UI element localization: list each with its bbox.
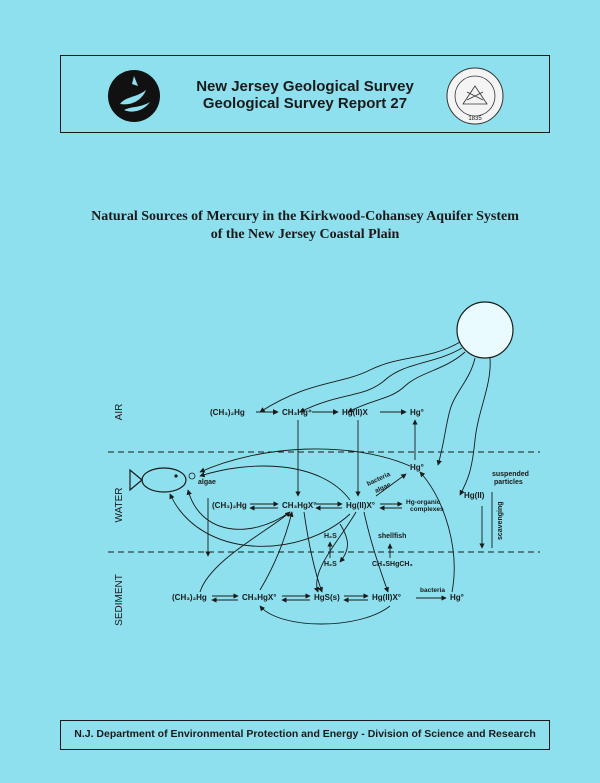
label-suspended: suspended: [492, 471, 529, 478]
report-number: Geological Survey Report 27: [202, 95, 408, 112]
department-name: N.J. Department of Environmental Protect…: [74, 728, 536, 740]
arrow: [259, 605, 391, 625]
header-box: New Jersey Geological Survey Geological …: [60, 55, 550, 133]
label-ch3shgch3: CH₃SHgCH₃: [372, 561, 413, 568]
water-species-hg0: Hg°: [410, 463, 424, 472]
air-species-dimethylmercury: (CH₃)₂Hg: [210, 408, 245, 417]
water-species-hg-organic: Hg-organic: [406, 499, 441, 506]
sediment-species-ch3hgx: CH₃HgX°: [242, 593, 276, 602]
arrow: [363, 511, 389, 593]
label-h2s-bottom: H₂S: [324, 561, 337, 568]
sediment-species-hg2x: Hg(II)X°: [372, 593, 401, 602]
sun-ray: [299, 347, 463, 413]
arrow: [339, 523, 348, 563]
survey-name: New Jersey Geological Survey: [196, 78, 414, 95]
arrow: [199, 465, 351, 501]
arrow: [259, 511, 294, 591]
label-bacteria-sediment: bacteria: [420, 587, 445, 594]
air-species-hg0: Hg°: [410, 408, 424, 417]
arrow: [169, 493, 351, 547]
sediment-species-hgs: HgS(s): [314, 593, 340, 602]
water-species-complexes: complexes: [410, 506, 444, 513]
arrow: [199, 511, 291, 593]
arrow: [313, 511, 357, 593]
zone-label-air: AIR: [114, 404, 125, 421]
report-title: Natural Sources of Mercury in the Kirkwo…: [60, 208, 550, 244]
sediment-species-hg0: Hg°: [450, 593, 464, 602]
arrow: [375, 473, 407, 497]
njgs-logo-icon: [108, 70, 160, 122]
seal-year: 1835: [468, 116, 482, 122]
sun-ray: [459, 357, 491, 496]
arrow: [199, 448, 411, 473]
zone-label-water: WATER: [114, 488, 125, 523]
water-species-dimethylmercury: (CH₃)₂Hg: [212, 501, 247, 510]
label-algae: algae: [198, 479, 216, 486]
sun-ray: [436, 357, 476, 466]
water-species-ch3hgx: CH₃HgX°: [282, 501, 316, 510]
fish-icon: [129, 467, 196, 493]
label-h2s-top: H₂S: [324, 533, 337, 540]
arrow: [303, 511, 323, 593]
label-scavenging: scavenging: [497, 501, 504, 540]
water-species-hg2: Hg(II): [464, 491, 485, 500]
arrow: [419, 471, 455, 593]
geological-survey-seal-icon: 1835: [446, 67, 504, 125]
water-species-hg2x: Hg(II)X°: [346, 501, 375, 510]
zone-label-sediment: SEDIMENT: [114, 574, 125, 626]
label-shellfish: shellfish: [378, 533, 406, 540]
sediment-species-dimethylmercury: (CH₃)₂Hg: [172, 593, 207, 602]
mercury-cycle-diagram: AIR WATER SEDIMENT (CH₃)₂Hg CH₃Hg⁺ Hg(II…: [108, 301, 540, 626]
sun-ray: [259, 341, 461, 413]
air-species-methylmercury: CH₃Hg⁺: [282, 408, 312, 417]
arrow: [186, 489, 291, 530]
label-particles: particles: [494, 479, 523, 486]
sun-icon: [456, 301, 514, 359]
report-title-line-1: Natural Sources of Mercury in the Kirkwo…: [91, 209, 519, 224]
air-species-hg2x: Hg(II)X: [342, 408, 368, 417]
report-title-line-2: of the New Jersey Coastal Plain: [210, 227, 400, 242]
footer-box: N.J. Department of Environmental Protect…: [60, 720, 550, 750]
sun-ray: [347, 351, 466, 413]
